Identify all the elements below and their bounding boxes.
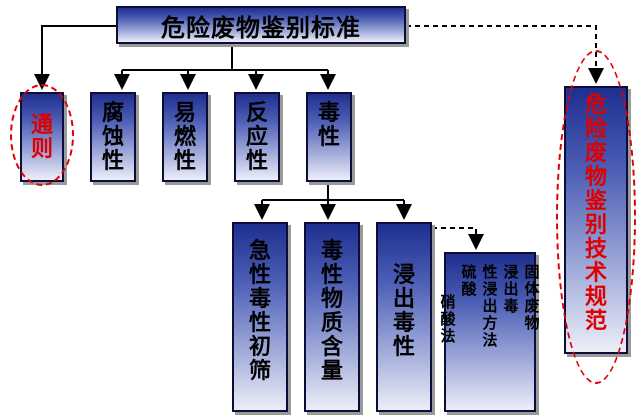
- method-col-4: 硫酸: [461, 263, 477, 298]
- title-box: 危险废物鉴别标准: [116, 6, 406, 44]
- toxic-content-label: 毒性物质含量: [320, 239, 343, 384]
- method-col-1: 固体废物: [524, 263, 540, 332]
- line-leaching-to-method: [432, 227, 484, 250]
- corrosivity-box: 腐蚀性: [90, 92, 136, 182]
- line-title-to-spec: [406, 25, 604, 84]
- method-col-2: 浸出毒: [503, 263, 519, 315]
- spec-highlight-ellipse: [556, 50, 636, 384]
- reactivity-label: 反应性: [245, 101, 268, 174]
- leaching-toxicity-box: 浸出毒性: [376, 222, 432, 412]
- toxic-content-box: 毒性物质含量: [304, 222, 360, 412]
- leaching-method-box: 固体废物 浸出毒 性浸出方法 硫酸 硝酸法: [440, 252, 540, 412]
- leaching-toxicity-label: 浸出毒性: [392, 263, 415, 360]
- title: 危险废物鉴别标准: [161, 13, 361, 42]
- toxicity-label: 毒性: [317, 101, 340, 150]
- method-col-5: 硝酸法: [440, 293, 456, 345]
- toxicity-box: 毒性: [306, 92, 352, 182]
- acute-toxicity-label: 急性毒性初筛: [248, 239, 271, 384]
- line-title-to-general: [34, 25, 116, 90]
- ignitability-box: 易燃性: [162, 92, 208, 182]
- method-col-3: 性浸出方法: [482, 263, 498, 349]
- ignitability-label: 易燃性: [173, 101, 196, 174]
- general-highlight-ellipse: [10, 84, 74, 186]
- leaching-method-label: 固体废物 浸出毒 性浸出方法 硫酸 硝酸法: [440, 263, 539, 349]
- acute-toxicity-box: 急性毒性初筛: [232, 222, 288, 412]
- corrosivity-label: 腐蚀性: [101, 101, 124, 174]
- reactivity-box: 反应性: [234, 92, 280, 182]
